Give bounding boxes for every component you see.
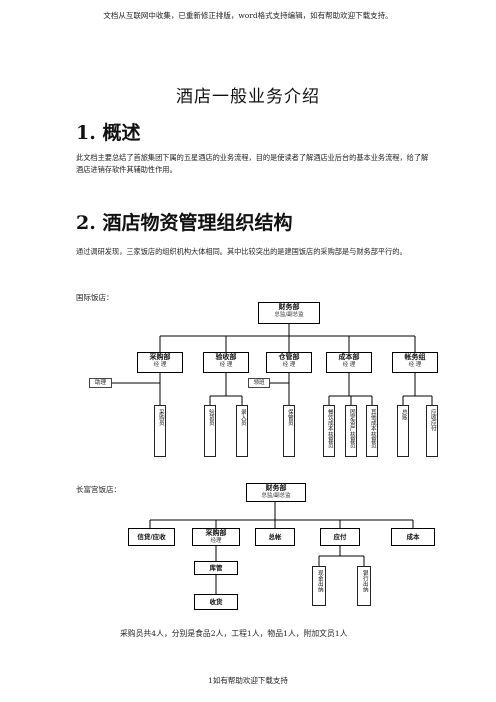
dept-title: 帐务组 [404,352,426,361]
cashier-box: 现金出纳 [312,566,326,606]
receiving-box: 收货 [194,594,238,610]
dept-box: 仓管部 经 理 [266,352,312,373]
staff-box: 其他成本核算员 [366,405,378,457]
staff-box: 采购员 [154,405,166,457]
receiving-label: 收货 [209,598,223,606]
dept-sub: 经 理 [219,362,233,368]
chart-1-root-box: 财务部 总监/副总监 [258,302,320,324]
chart-2-root-title: 财务部 [265,483,287,492]
chart-2-label: 长富宫饭店： [76,485,121,494]
document-title: 酒店一般业务介绍 [176,87,320,107]
section-1-heading: 1. 概述 [76,122,141,144]
dept-box: 采购部 经理 [192,528,240,546]
chart-2-root-sub: 总监/副总监 [261,493,291,499]
dept-box: 信贷/应收 [128,528,175,546]
header-note: 文档从互联网中收集，已重新修正排版，word格式支持编辑，如有帮助欢迎下载支持。 [103,11,393,20]
section-2-body: 通过调研发现，三家饭店的组织机构大体相同。其中比较突出的是建国饭店的采购部是与财… [76,247,407,256]
dept-title: 验收部 [215,352,237,361]
dept-title: 采购部 [149,352,171,361]
chart-1-root-sub: 总监/副总监 [274,312,304,318]
tag-assistant: 助理 [89,378,112,388]
staff-box: 录入员 [236,405,248,457]
dept-sub: 经 理 [342,362,356,368]
chart-2-root-box: 财务部 总监/副总监 [246,483,306,502]
staff-summary: 采购员共4人，分别是食品2人，工程1人，物品1人，附加文员1人 [120,629,348,638]
dept-box: 成本 [391,528,435,546]
page-footer: 1如有帮助欢迎下载支持 [208,676,288,685]
dept-title: 采购部 [205,528,227,537]
dept-title: 信贷/应收 [137,533,166,541]
dept-title: 总帐 [268,533,282,541]
section-2-heading: 2. 酒店物资管理组织结构 [76,212,293,234]
section-1-body: 此文档主要总结了首旅集团下属的五星酒店的业务流程，目的是使读者了解酒店业后台的基… [76,153,429,174]
dept-sub: 经理 [210,538,222,544]
staff-box: 验货员 [204,405,216,457]
cashier-box: 银行出纳 [357,566,371,606]
dept-sub: 经 理 [282,362,296,368]
storage-label: 库管 [209,564,223,572]
storage-box: 库管 [194,561,238,575]
dept-title: 仓管部 [278,352,300,361]
tag-foreman: 领班 [248,378,270,388]
dept-box: 帐务组 经 理 [392,352,438,373]
dept-title: 成本 [406,533,420,541]
dept-box: 采购部 经 理 [137,352,183,373]
dept-box: 总帐 [255,528,295,546]
dept-sub: 经 理 [153,362,167,368]
dept-title: 应付 [333,533,347,541]
staff-box: 餐饮成本核算员 [323,405,335,457]
dept-sub: 经 理 [408,362,422,368]
chart-1-label: 国际饭店： [76,293,114,302]
staff-box: 保管员 [283,405,295,457]
dept-box: 应付 [320,528,360,546]
staff-box: 总账 [397,405,409,457]
chart-1-root-title: 财务部 [278,302,300,311]
dept-box: 验收部 经 理 [203,352,249,373]
staff-box: 应收应付 [426,405,438,457]
dept-title: 成本部 [338,352,360,361]
staff-box: 固定资产核算员 [345,405,357,457]
dept-box: 成本部 经 理 [326,352,372,373]
